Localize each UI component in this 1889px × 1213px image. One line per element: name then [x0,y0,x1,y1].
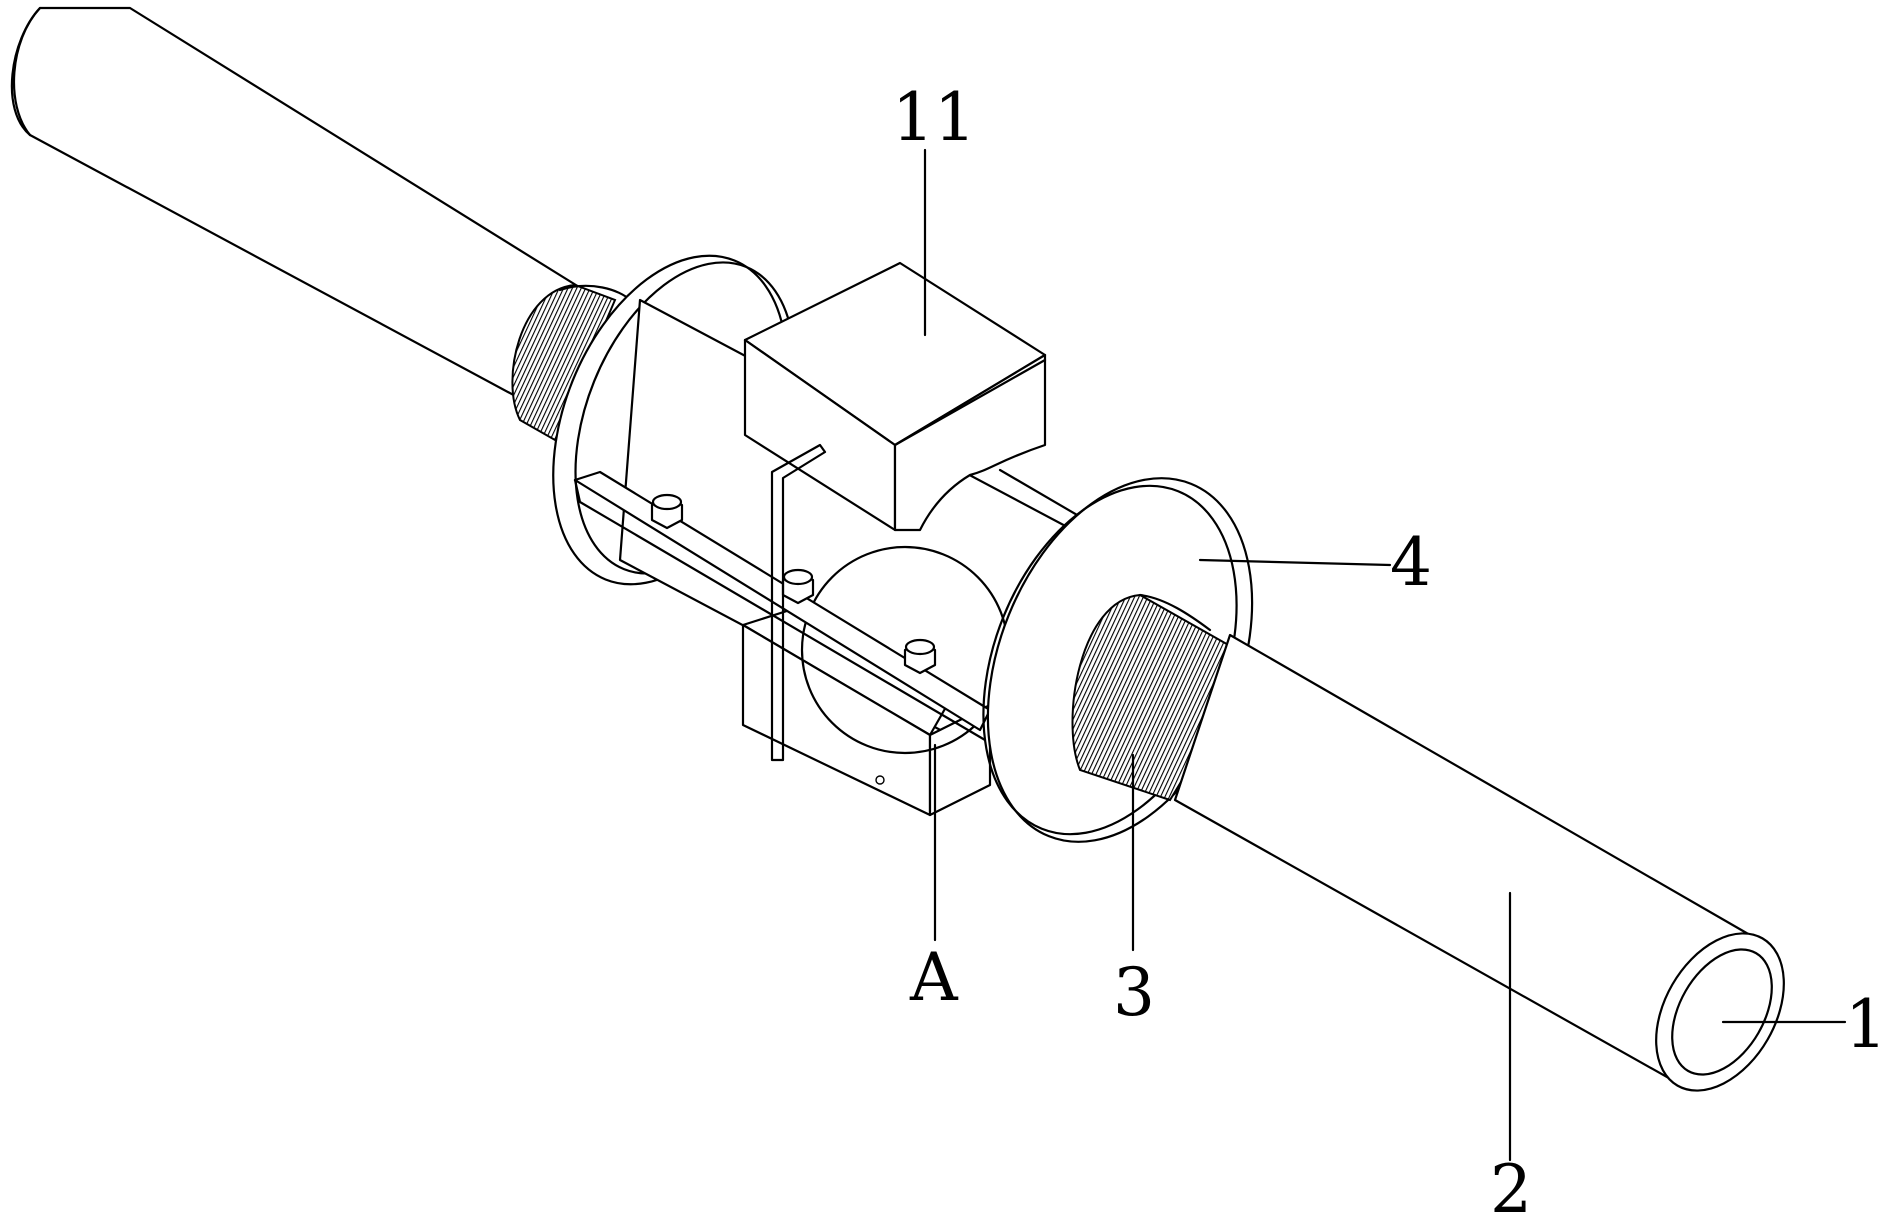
right-pipe [1173,633,1785,1092]
label-a: A [909,939,959,1016]
bolt-3 [903,638,937,675]
label-1: 1 [1845,986,1887,1063]
label-4: 4 [1390,524,1432,601]
bolt-1 [650,493,684,530]
label-3: 3 [1113,954,1155,1031]
bolt-2 [781,568,815,605]
l-rod [770,443,827,762]
leader-lines [923,148,1847,1162]
left-pipe [10,6,602,422]
right-thread [1071,593,1257,802]
top-box [743,261,1047,532]
label-11: 11 [892,79,976,156]
bottom-box [741,608,992,817]
label-2: 2 [1490,1151,1532,1213]
